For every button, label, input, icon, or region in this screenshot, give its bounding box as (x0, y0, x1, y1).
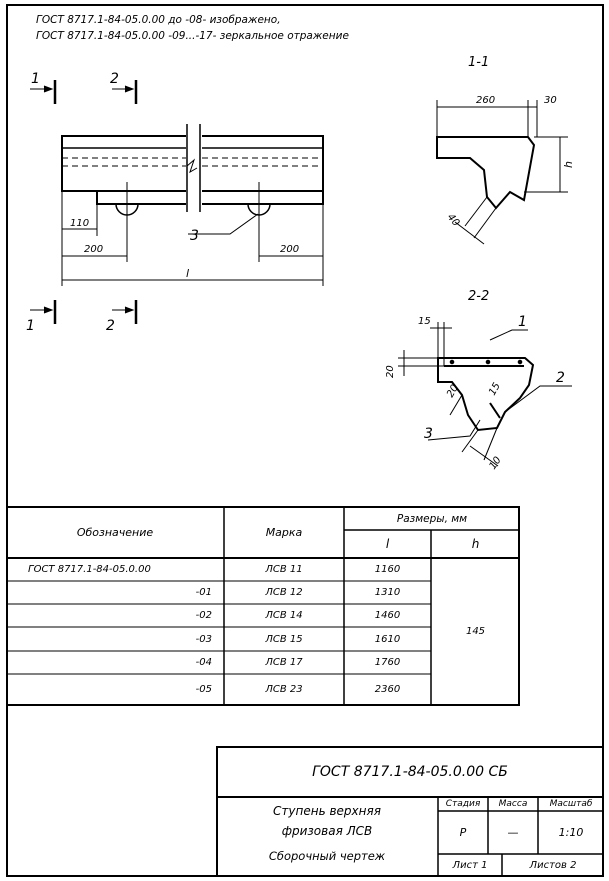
h-value: 145 (465, 626, 486, 637)
row-1-designation: -01 (195, 587, 212, 598)
cut-label-1-top: 1 (31, 71, 40, 87)
leader-3-section: 3 (424, 426, 433, 442)
mass-label: Масса (498, 799, 528, 809)
section-1-1-title: 1-1 (468, 55, 489, 70)
row-5-l: 2360 (374, 684, 401, 695)
dim-110: 110 (70, 218, 89, 229)
header-mark: Марка (265, 526, 303, 539)
row-4-designation: -04 (195, 657, 212, 668)
dim-10: 10 (487, 455, 503, 472)
row-3-designation: -03 (195, 633, 212, 645)
dim-260: 260 (476, 95, 495, 106)
title-block-grid (216, 746, 604, 877)
section-2-2 (398, 322, 572, 467)
stage-label: Стадия (445, 799, 481, 809)
product-name-line-1: Ступень верхняя (273, 804, 381, 818)
dim-20-left: 20 (385, 365, 396, 378)
row-2-designation: -02 (195, 610, 212, 621)
cut-label-1-bottom: 1 (26, 318, 35, 334)
dim-15-top: 15 (418, 316, 431, 327)
row-0-designation: ГОСТ 8717.1-84-05.0.00 (28, 564, 151, 575)
mass-value: — (507, 826, 519, 839)
spec-table-grid (6, 506, 520, 706)
row-3-mark: ЛСВ 15 (265, 633, 303, 645)
dim-30: 30 (544, 95, 557, 106)
cut-label-2-bottom: 2 (106, 318, 115, 334)
row-0-mark: ЛСВ 11 (265, 564, 303, 575)
dim-200-left: 200 (84, 244, 103, 255)
spec-table: Обозначение Марка Размеры, мм l h ГОСТ 8… (6, 506, 520, 706)
product-name-line-2: фризовая ЛСВ (281, 824, 373, 838)
leader-2-section: 2 (556, 370, 565, 386)
row-0-l: 1160 (374, 564, 401, 575)
row-4-mark: ЛСВ 17 (265, 657, 303, 668)
scale-label: Масштаб (549, 799, 593, 809)
row-3-l: 1610 (374, 633, 401, 645)
sheet-count: Листов 2 (529, 860, 577, 871)
dim-15-mid: 15 (487, 381, 503, 398)
main-view (30, 80, 324, 324)
leader-3-main: 3 (190, 228, 199, 244)
row-2-l: 1460 (374, 610, 401, 621)
note-line-1: ГОСТ 8717.1-84-05.0.00 до -08- изображен… (36, 14, 281, 26)
document-code: ГОСТ 8717.1-84-05.0.00 СБ (312, 764, 508, 780)
sheet-number: Лист 1 (452, 860, 488, 871)
dim-40: 40 (445, 212, 462, 229)
row-1-l: 1310 (374, 587, 401, 598)
stage-value: Р (459, 826, 467, 839)
scale-value: 1:10 (558, 826, 584, 839)
header-designation: Обозначение (76, 526, 154, 539)
header-h: h (471, 537, 480, 551)
row-1-mark: ЛСВ 12 (265, 587, 303, 598)
row-5-designation: -05 (195, 684, 212, 695)
header-sizes: Размеры, мм (396, 512, 468, 525)
section-1-1 (436, 100, 568, 245)
document-type: Сборочный чертеж (268, 849, 386, 863)
dim-20-mid: 20 (445, 383, 461, 400)
section-2-2-title: 2-2 (468, 289, 489, 304)
note-line-2: ГОСТ 8717.1-84-05.0.00 -09...-17- зеркал… (36, 30, 349, 42)
header-l: l (385, 537, 390, 551)
title-block: ГОСТ 8717.1-84-05.0.00 СБ Ступень верхня… (216, 746, 604, 877)
row-2-mark: ЛСВ 14 (265, 610, 303, 621)
row-4-l: 1760 (374, 657, 401, 668)
drawing-sheet-border (6, 4, 604, 877)
leader-1-section: 1 (518, 314, 527, 330)
dim-200-right: 200 (280, 244, 299, 255)
dim-h: h (562, 161, 575, 168)
section-1-1-outline (436, 136, 536, 210)
dim-l: l (186, 267, 189, 280)
cut-label-2-top: 2 (110, 71, 119, 87)
row-5-mark: ЛСВ 23 (265, 684, 303, 695)
